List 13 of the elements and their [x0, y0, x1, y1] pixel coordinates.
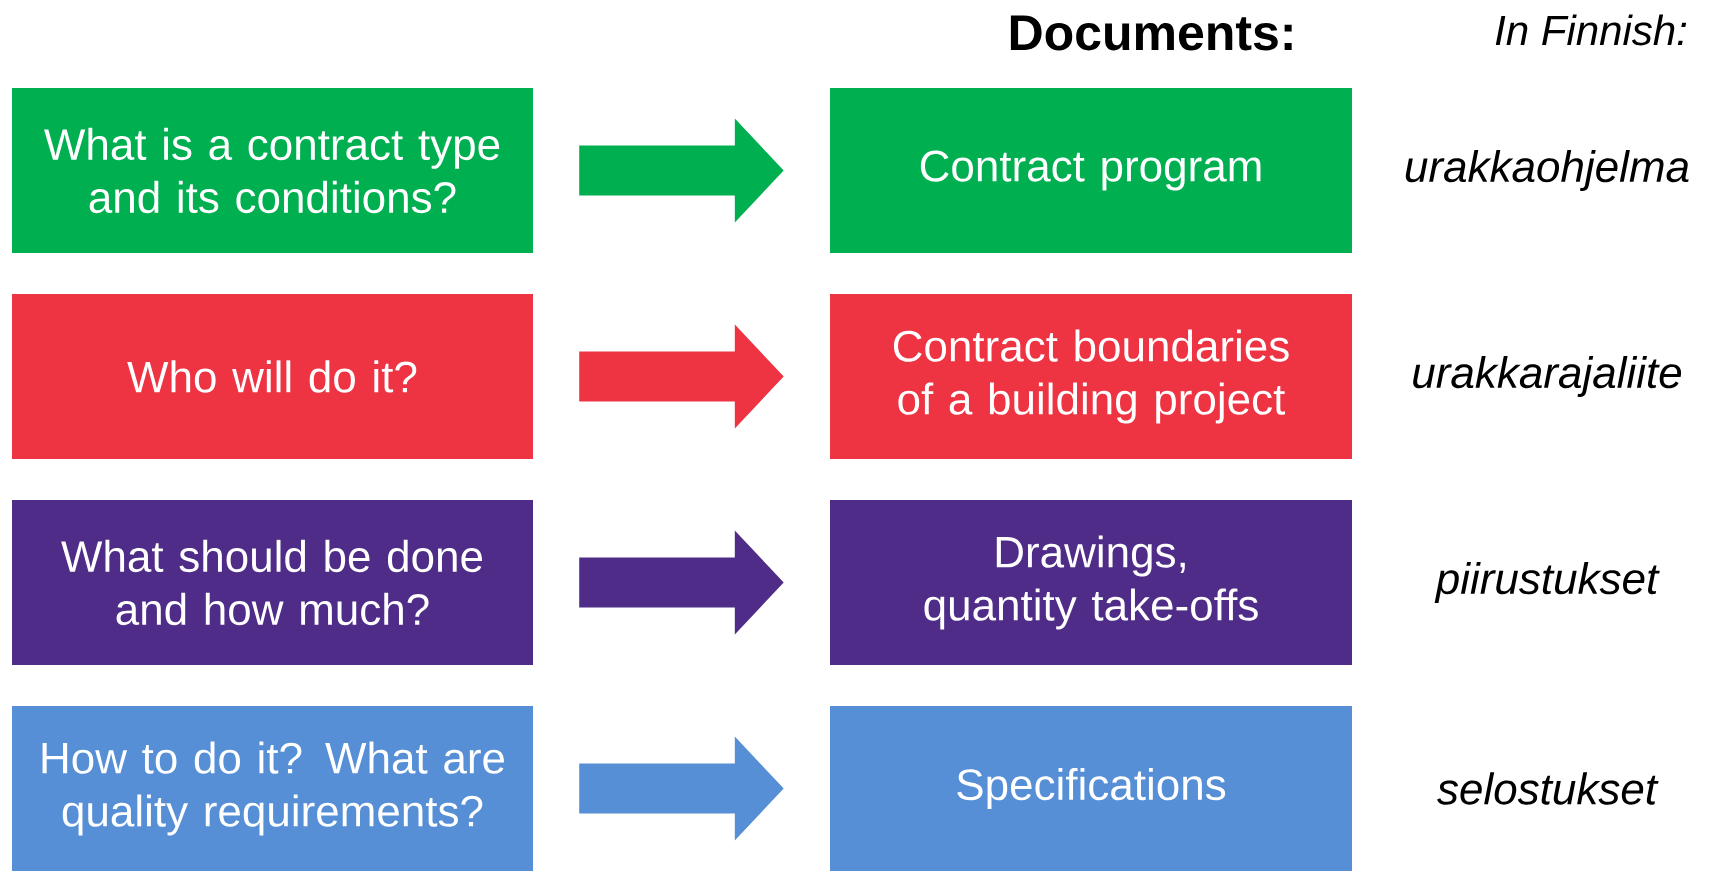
question-box: Who will do it? [12, 294, 533, 459]
finnish-term: urakkaohjelma [1405, 150, 1689, 191]
finnish-term: selostukset [1437, 772, 1659, 805]
document-box: Contract program [830, 88, 1352, 253]
finnish-term: urakkarajaliite [1413, 356, 1682, 397]
document-box: Drawings, quantity take-offs [830, 500, 1352, 665]
question-box: What is a contract type and its conditions? [12, 88, 533, 253]
question-box: How to do it? What are quality requirements? [12, 706, 533, 871]
document-box: Specifications [830, 706, 1352, 871]
finnish-term: piirustukset [1434, 562, 1660, 603]
question-box: What should be done and how much? [12, 500, 533, 665]
document-box: Contract boundaries of a building project [830, 294, 1352, 459]
column-heading: In Finnish: [1495, 14, 1687, 46]
